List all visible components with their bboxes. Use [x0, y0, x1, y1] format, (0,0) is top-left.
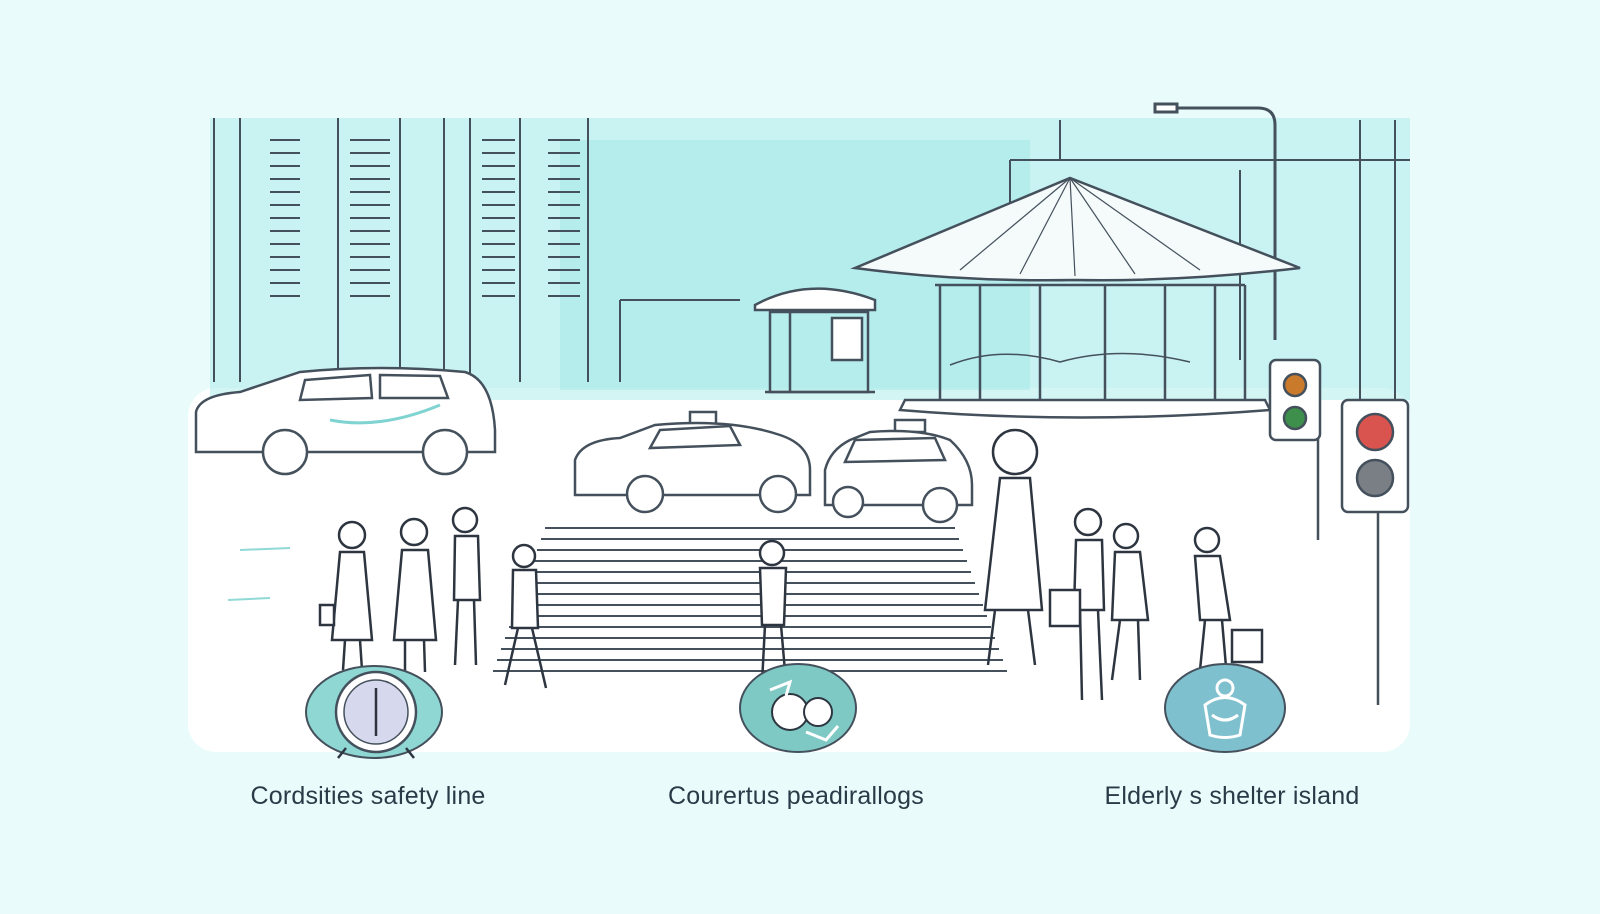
street-panel — [188, 388, 1410, 752]
pedestrians — [318, 428, 1264, 701]
elderly-shelter-icon — [1164, 663, 1286, 753]
caption-elderly-shelter-island: Elderly s shelter island — [1104, 782, 1360, 810]
skyline-wash — [210, 118, 1410, 400]
crosswalk — [493, 527, 1007, 672]
gazebo — [850, 176, 1301, 419]
street-lamp — [1153, 102, 1277, 340]
clock-icon — [305, 665, 443, 759]
pedestrian-arrows-icon — [739, 663, 857, 753]
traffic-light-large — [1340, 398, 1410, 705]
building-windows — [270, 139, 580, 297]
car-hatchback — [823, 418, 974, 524]
car-taxi — [573, 410, 812, 514]
caption-safety-line: Cordsities safety line — [250, 782, 486, 810]
traffic-light-small — [1268, 358, 1322, 540]
bus-shelter — [753, 287, 877, 394]
caption-pedestrian-logs: Courertus peadirallogs — [668, 782, 924, 810]
car-suv — [194, 366, 497, 476]
